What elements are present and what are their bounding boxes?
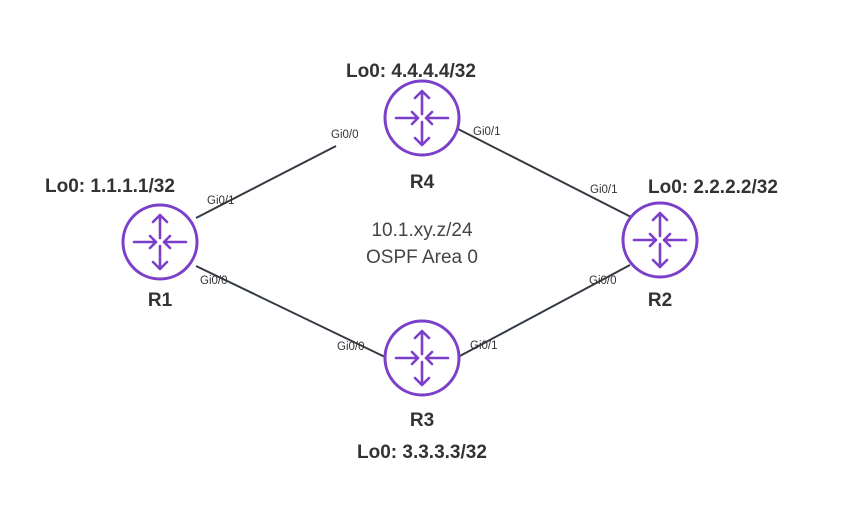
router-r3: R3 Lo0: 3.3.3.3/32 <box>357 319 487 463</box>
router-icon <box>383 319 461 397</box>
link-r4-r2 <box>457 128 634 219</box>
router-name-label: R2 <box>648 290 672 311</box>
link-r3-r2 <box>457 264 631 358</box>
if-label-r4-gi0-0: Gi0/0 <box>331 129 359 141</box>
if-label-r3-gi0-1: Gi0/1 <box>470 340 498 352</box>
link-r1-r4 <box>195 145 337 219</box>
router-icon <box>383 79 461 157</box>
if-label-r1-gi0-0: Gi0/0 <box>200 275 228 287</box>
router-loopback-label: Lo0: 3.3.3.3/32 <box>357 442 487 463</box>
router-icon <box>121 203 199 281</box>
router-loopback-label: Lo0: 4.4.4.4/32 <box>346 61 476 82</box>
router-name-label: R4 <box>410 172 435 193</box>
router-loopback-label: Lo0: 1.1.1.1/32 <box>45 176 175 197</box>
router-r4: Lo0: 4.4.4.4/32 R4 <box>346 61 476 193</box>
if-label-r4-gi0-1: Gi0/1 <box>473 126 501 138</box>
link-r1-r3 <box>195 265 386 358</box>
router-r1: Lo0: 1.1.1.1/32 R1 <box>45 176 199 311</box>
router-r2: Lo0: 2.2.2.2/32 R2 <box>621 177 778 311</box>
router-name-label: R1 <box>148 290 173 311</box>
ospf-area-label: OSPF Area 0 <box>366 247 478 268</box>
router-loopback-label: Lo0: 2.2.2.2/32 <box>648 177 778 198</box>
if-label-r3-gi0-0: Gi0/0 <box>337 341 365 353</box>
if-label-r2-gi0-0: Gi0/0 <box>589 275 617 287</box>
if-label-r1-gi0-1: Gi0/1 <box>207 195 235 207</box>
subnet-label: 10.1.xy.z/24 <box>371 220 472 241</box>
router-name-label: R3 <box>410 410 434 431</box>
if-label-r2-gi0-1: Gi0/1 <box>590 184 618 196</box>
router-icon <box>621 201 699 279</box>
